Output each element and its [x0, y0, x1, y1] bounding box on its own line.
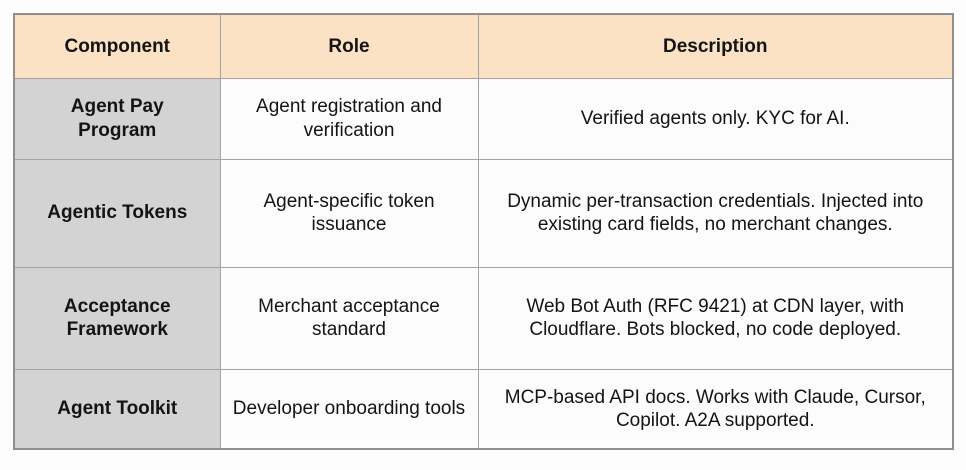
component-cell: Agent Pay Program	[13, 77, 221, 160]
column-header-role: Role	[219, 13, 479, 79]
description-cell: Dynamic per-transaction credentials. Inj…	[477, 158, 954, 268]
column-header-description: Description	[477, 13, 954, 79]
table-row: Agentic Tokens Agent-specific token issu…	[13, 158, 954, 268]
component-spec-table-wrap: Component Role Description Agent Pay Pro…	[13, 13, 954, 450]
table-row: Acceptance Framework Merchant acceptance…	[13, 266, 954, 370]
table-header-row: Component Role Description	[13, 13, 954, 79]
role-cell: Merchant acceptance standard	[219, 266, 479, 370]
component-cell: Agent Toolkit	[13, 368, 221, 450]
table-row: Agent Toolkit Developer onboarding tools…	[13, 368, 954, 450]
description-cell: Verified agents only. KYC for AI.	[477, 77, 954, 160]
column-header-component: Component	[13, 13, 221, 79]
description-cell: MCP-based API docs. Works with Claude, C…	[477, 368, 954, 450]
component-cell: Agentic Tokens	[13, 158, 221, 268]
component-cell: Acceptance Framework	[13, 266, 221, 370]
component-spec-table: Component Role Description Agent Pay Pro…	[13, 13, 954, 450]
role-cell: Agent registration and verification	[219, 77, 479, 160]
role-cell: Developer onboarding tools	[219, 368, 479, 450]
table-row: Agent Pay Program Agent registration and…	[13, 77, 954, 160]
description-cell: Web Bot Auth (RFC 9421) at CDN layer, wi…	[477, 266, 954, 370]
role-cell: Agent-specific token issuance	[219, 158, 479, 268]
